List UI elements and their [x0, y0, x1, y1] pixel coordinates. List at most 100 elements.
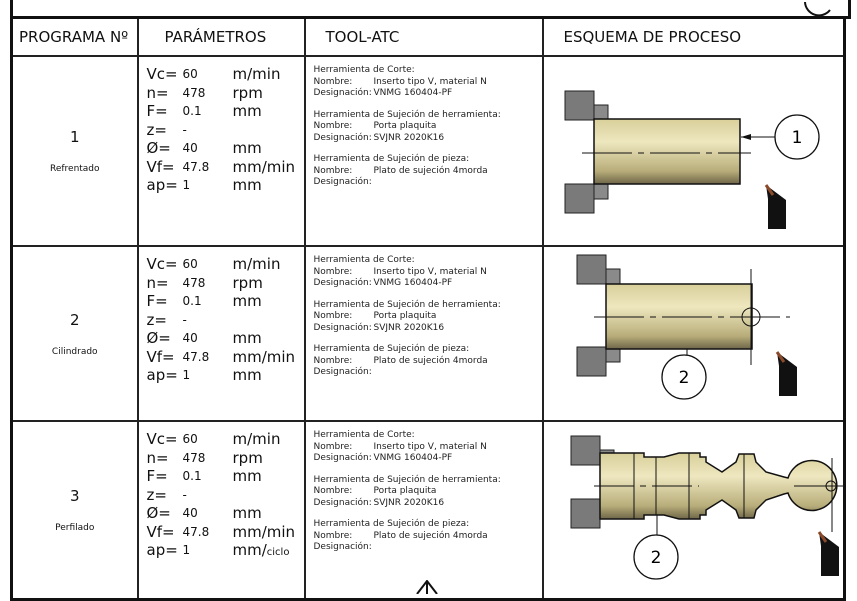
param-value: 0.1 — [182, 294, 202, 308]
param-value: - — [182, 312, 187, 327]
param-unit: rpm — [232, 83, 263, 102]
designacion-label: Designación: — [313, 453, 372, 463]
param-value: 40 — [182, 331, 198, 345]
param-key: Vc= — [146, 65, 178, 83]
tool-title: Herramienta de Sujeción de herramienta: — [313, 109, 501, 120]
designacion-value: VNMG 160404-PF — [373, 453, 453, 463]
param-value: 47.8 — [182, 159, 210, 174]
param-key: ap= — [146, 541, 178, 559]
param-value: 60 — [182, 67, 198, 81]
tool-atc-cell: Herramienta de Corte: Nombre:Inserto tip… — [303, 245, 544, 422]
param-unit: mm — [232, 139, 262, 157]
designacion-value: SVJNR 2020K16 — [373, 497, 445, 508]
designacion-value: SVJNR 2020K16 — [373, 132, 445, 143]
tool-title: Herramienta de Sujeción de pieza: — [313, 519, 470, 529]
tool-title: Herramienta de Sujeción de pieza: — [313, 344, 470, 354]
param-key: n= — [146, 83, 169, 102]
process-diagram: 2 — [541, 420, 846, 601]
header-programa: PROGRAMA Nº — [10, 16, 139, 57]
tool-title: Herramienta de Sujeción de herramienta: — [313, 474, 501, 485]
tool-group: Herramienta de Sujeción de pieza: Nombre… — [314, 344, 542, 379]
program-number: 1 — [69, 128, 80, 146]
process-table: PROGRAMA Nº PARÁMETROS TOOL-ATC ESQUEMA … — [10, 16, 846, 601]
designacion-value: VNMG 160404-PF — [373, 88, 453, 98]
param-key: z= — [146, 310, 167, 329]
param-unit: mm — [232, 102, 262, 120]
param-value: 478 — [182, 275, 206, 290]
nombre-value: Plato de sujeción 4morda — [373, 530, 488, 541]
program-name: Cilindrado — [51, 346, 98, 357]
param-row: Ø= 40 mm — [147, 329, 304, 348]
param-value: 47.8 — [182, 524, 210, 539]
nombre-value: Inserto tipo V, material N — [373, 266, 487, 277]
param-unit: rpm — [232, 448, 263, 467]
param-key: Vc= — [146, 255, 178, 273]
param-value: 478 — [182, 450, 206, 465]
param-unit: mm — [232, 292, 262, 310]
callout-number: 2 — [678, 368, 689, 388]
designacion-label: Designación: — [313, 132, 372, 143]
nombre-value: Inserto tipo V, material N — [373, 441, 487, 452]
param-value: 1 — [182, 368, 191, 382]
param-unit: mm — [232, 467, 262, 485]
workpiece — [592, 118, 741, 185]
tool-title: Herramienta de Sujeción de herramienta: — [313, 299, 501, 310]
param-row: Vc= 60 m/min — [147, 65, 304, 84]
nombre-label: Nombre: — [313, 121, 353, 131]
chuck-jaws — [570, 435, 614, 529]
nombre-label: Nombre: — [313, 76, 353, 87]
designacion-value: VNMG 160404-PF — [373, 278, 453, 288]
callout-number: 2 — [650, 548, 661, 568]
tool-group: Herramienta de Corte: Nombre:Inserto tip… — [314, 255, 542, 290]
param-value: 40 — [182, 141, 198, 155]
designacion-value: SVJNR 2020K16 — [373, 322, 445, 333]
param-value: 40 — [182, 506, 198, 520]
param-value: - — [182, 122, 187, 137]
program-number: 2 — [69, 310, 80, 329]
nombre-label: Nombre: — [313, 486, 353, 496]
header-row: PROGRAMA Nº PARÁMETROS TOOL-ATC ESQUEMA … — [10, 16, 846, 57]
param-value: 47.8 — [182, 349, 210, 364]
param-unit: rpm — [232, 273, 263, 292]
nombre-label: Nombre: — [313, 530, 353, 541]
param-key: Vc= — [146, 430, 178, 448]
tool-atc-cell: Herramienta de Corte: Nombre:Inserto tip… — [303, 420, 544, 601]
nombre-value: Porta plaquita — [373, 311, 437, 321]
tool-group: Herramienta de Corte: Nombre:Inserto tip… — [314, 430, 542, 465]
header-tool-atc: TOOL-ATC — [303, 16, 544, 57]
header-esquema: ESQUEMA DE PROCESO — [541, 16, 846, 57]
designacion-label: Designación: — [313, 88, 372, 98]
param-value: 0.1 — [182, 469, 202, 483]
param-unit: m/min — [232, 65, 281, 83]
param-value: 1 — [182, 178, 191, 192]
param-unit: m/min — [232, 430, 281, 448]
designacion-label: Designación: — [313, 542, 372, 552]
tool-title: Herramienta de Corte: — [313, 65, 415, 75]
param-value: 478 — [182, 85, 206, 100]
param-row: n= 478 rpm — [147, 84, 304, 103]
param-key: n= — [146, 273, 169, 292]
designacion-label: Designación: — [313, 322, 372, 333]
designacion-label: Designación: — [313, 278, 372, 288]
param-unit: m/min — [232, 255, 281, 273]
param-key: Vf= — [146, 157, 175, 176]
partial-circle-symbol — [804, 1, 831, 16]
param-unit: mm — [232, 329, 262, 347]
designacion-label: Designación: — [313, 367, 372, 377]
param-key: Vf= — [146, 347, 175, 366]
param-key: Ø= — [146, 329, 171, 347]
tool-group: Herramienta de Sujeción de pieza: Nombre… — [314, 154, 542, 189]
param-key: Vf= — [146, 522, 175, 541]
param-value: 1 — [182, 543, 191, 557]
